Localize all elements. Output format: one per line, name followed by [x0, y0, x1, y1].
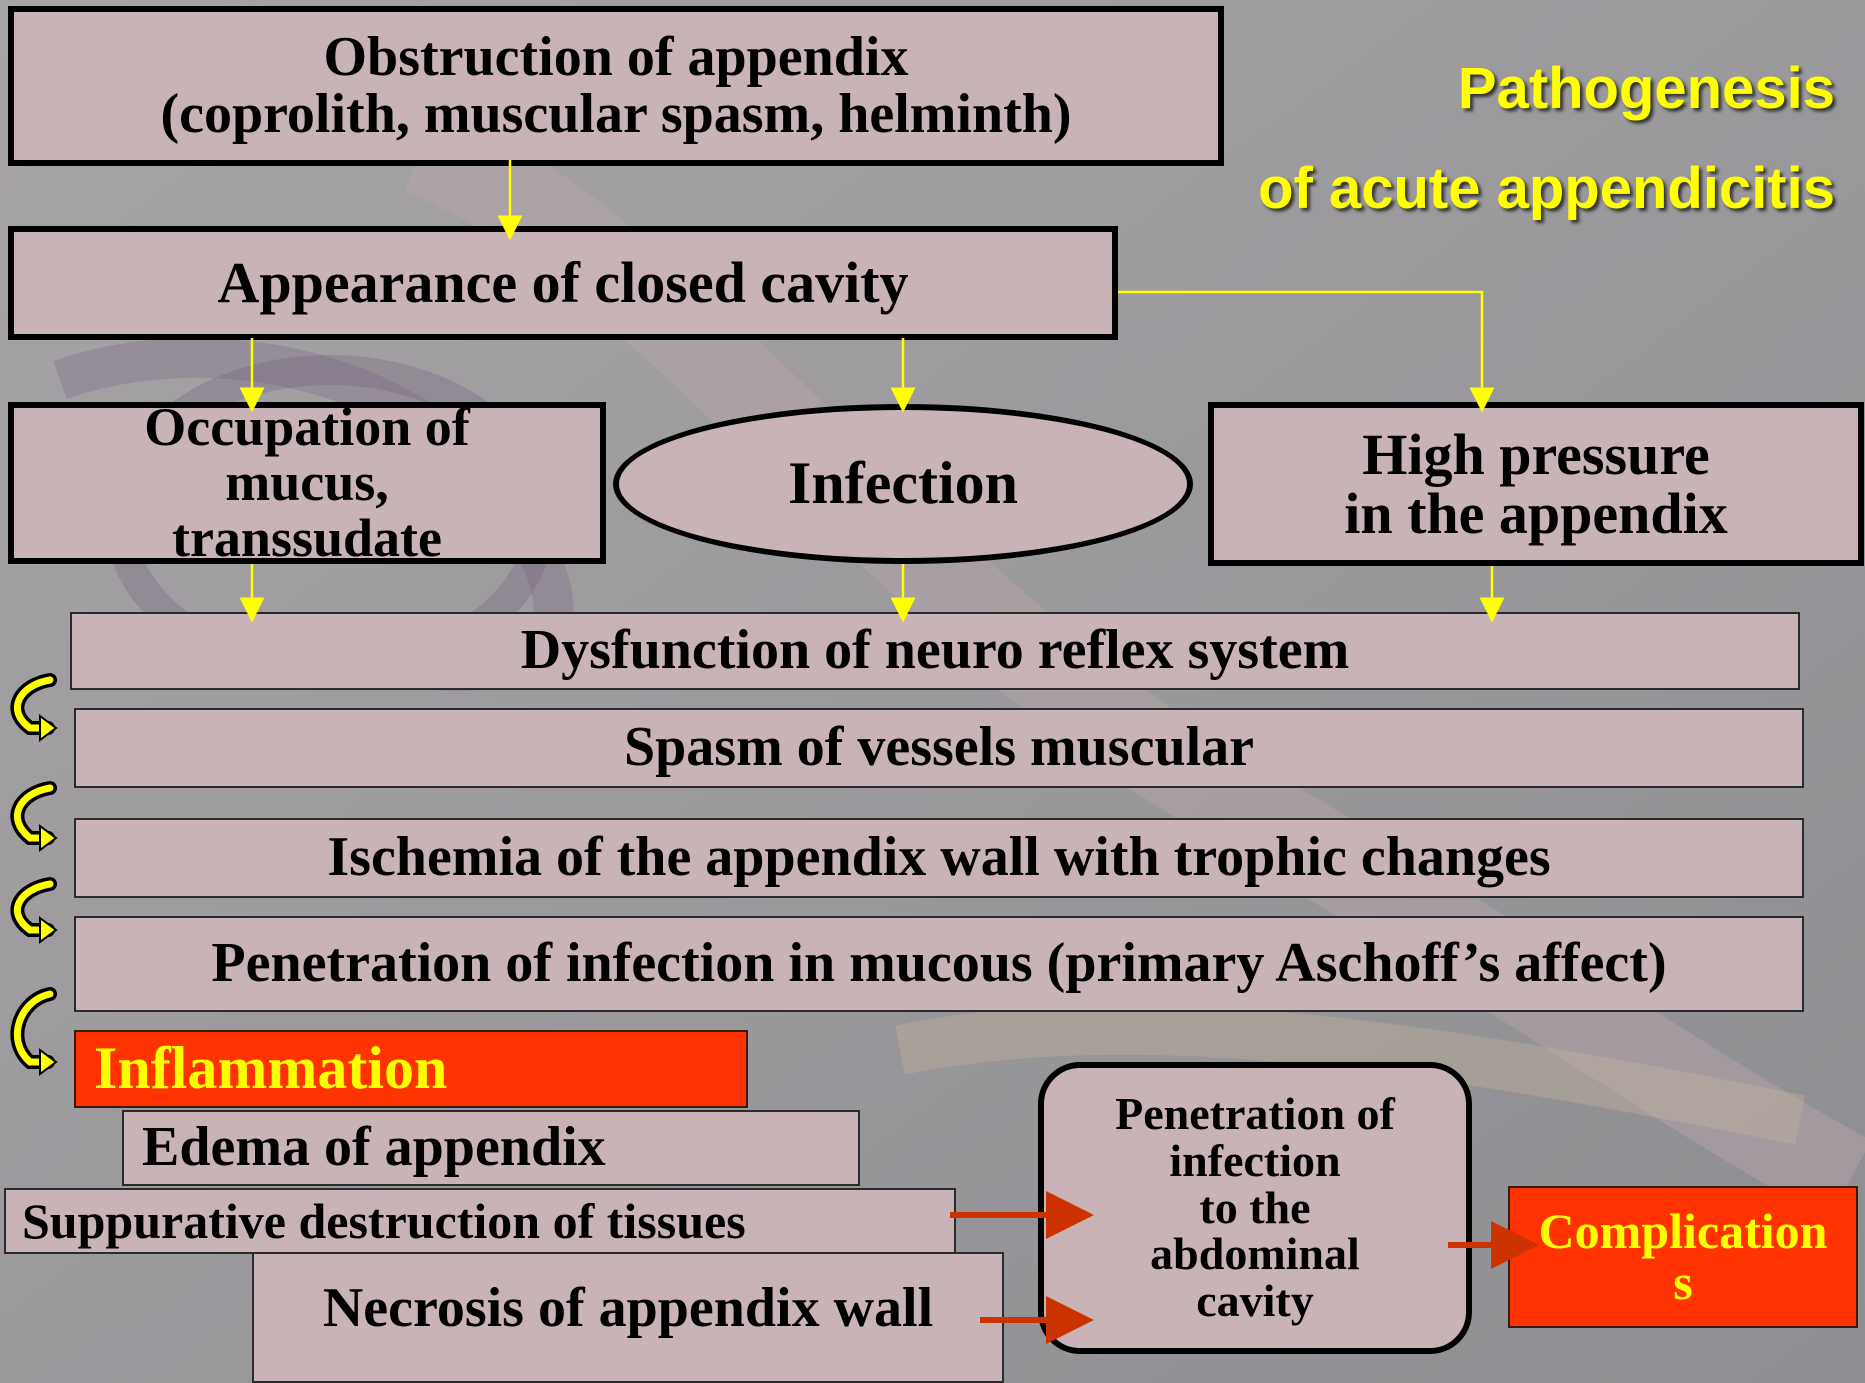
cascade-arrowhead-4	[40, 1050, 56, 1074]
cascade-arrowhead-3	[40, 918, 56, 942]
arrow-cavity-to-pressure	[1118, 292, 1482, 400]
cascade-arrowhead-1	[40, 716, 56, 740]
cascade-arrowhead-2	[40, 826, 56, 850]
